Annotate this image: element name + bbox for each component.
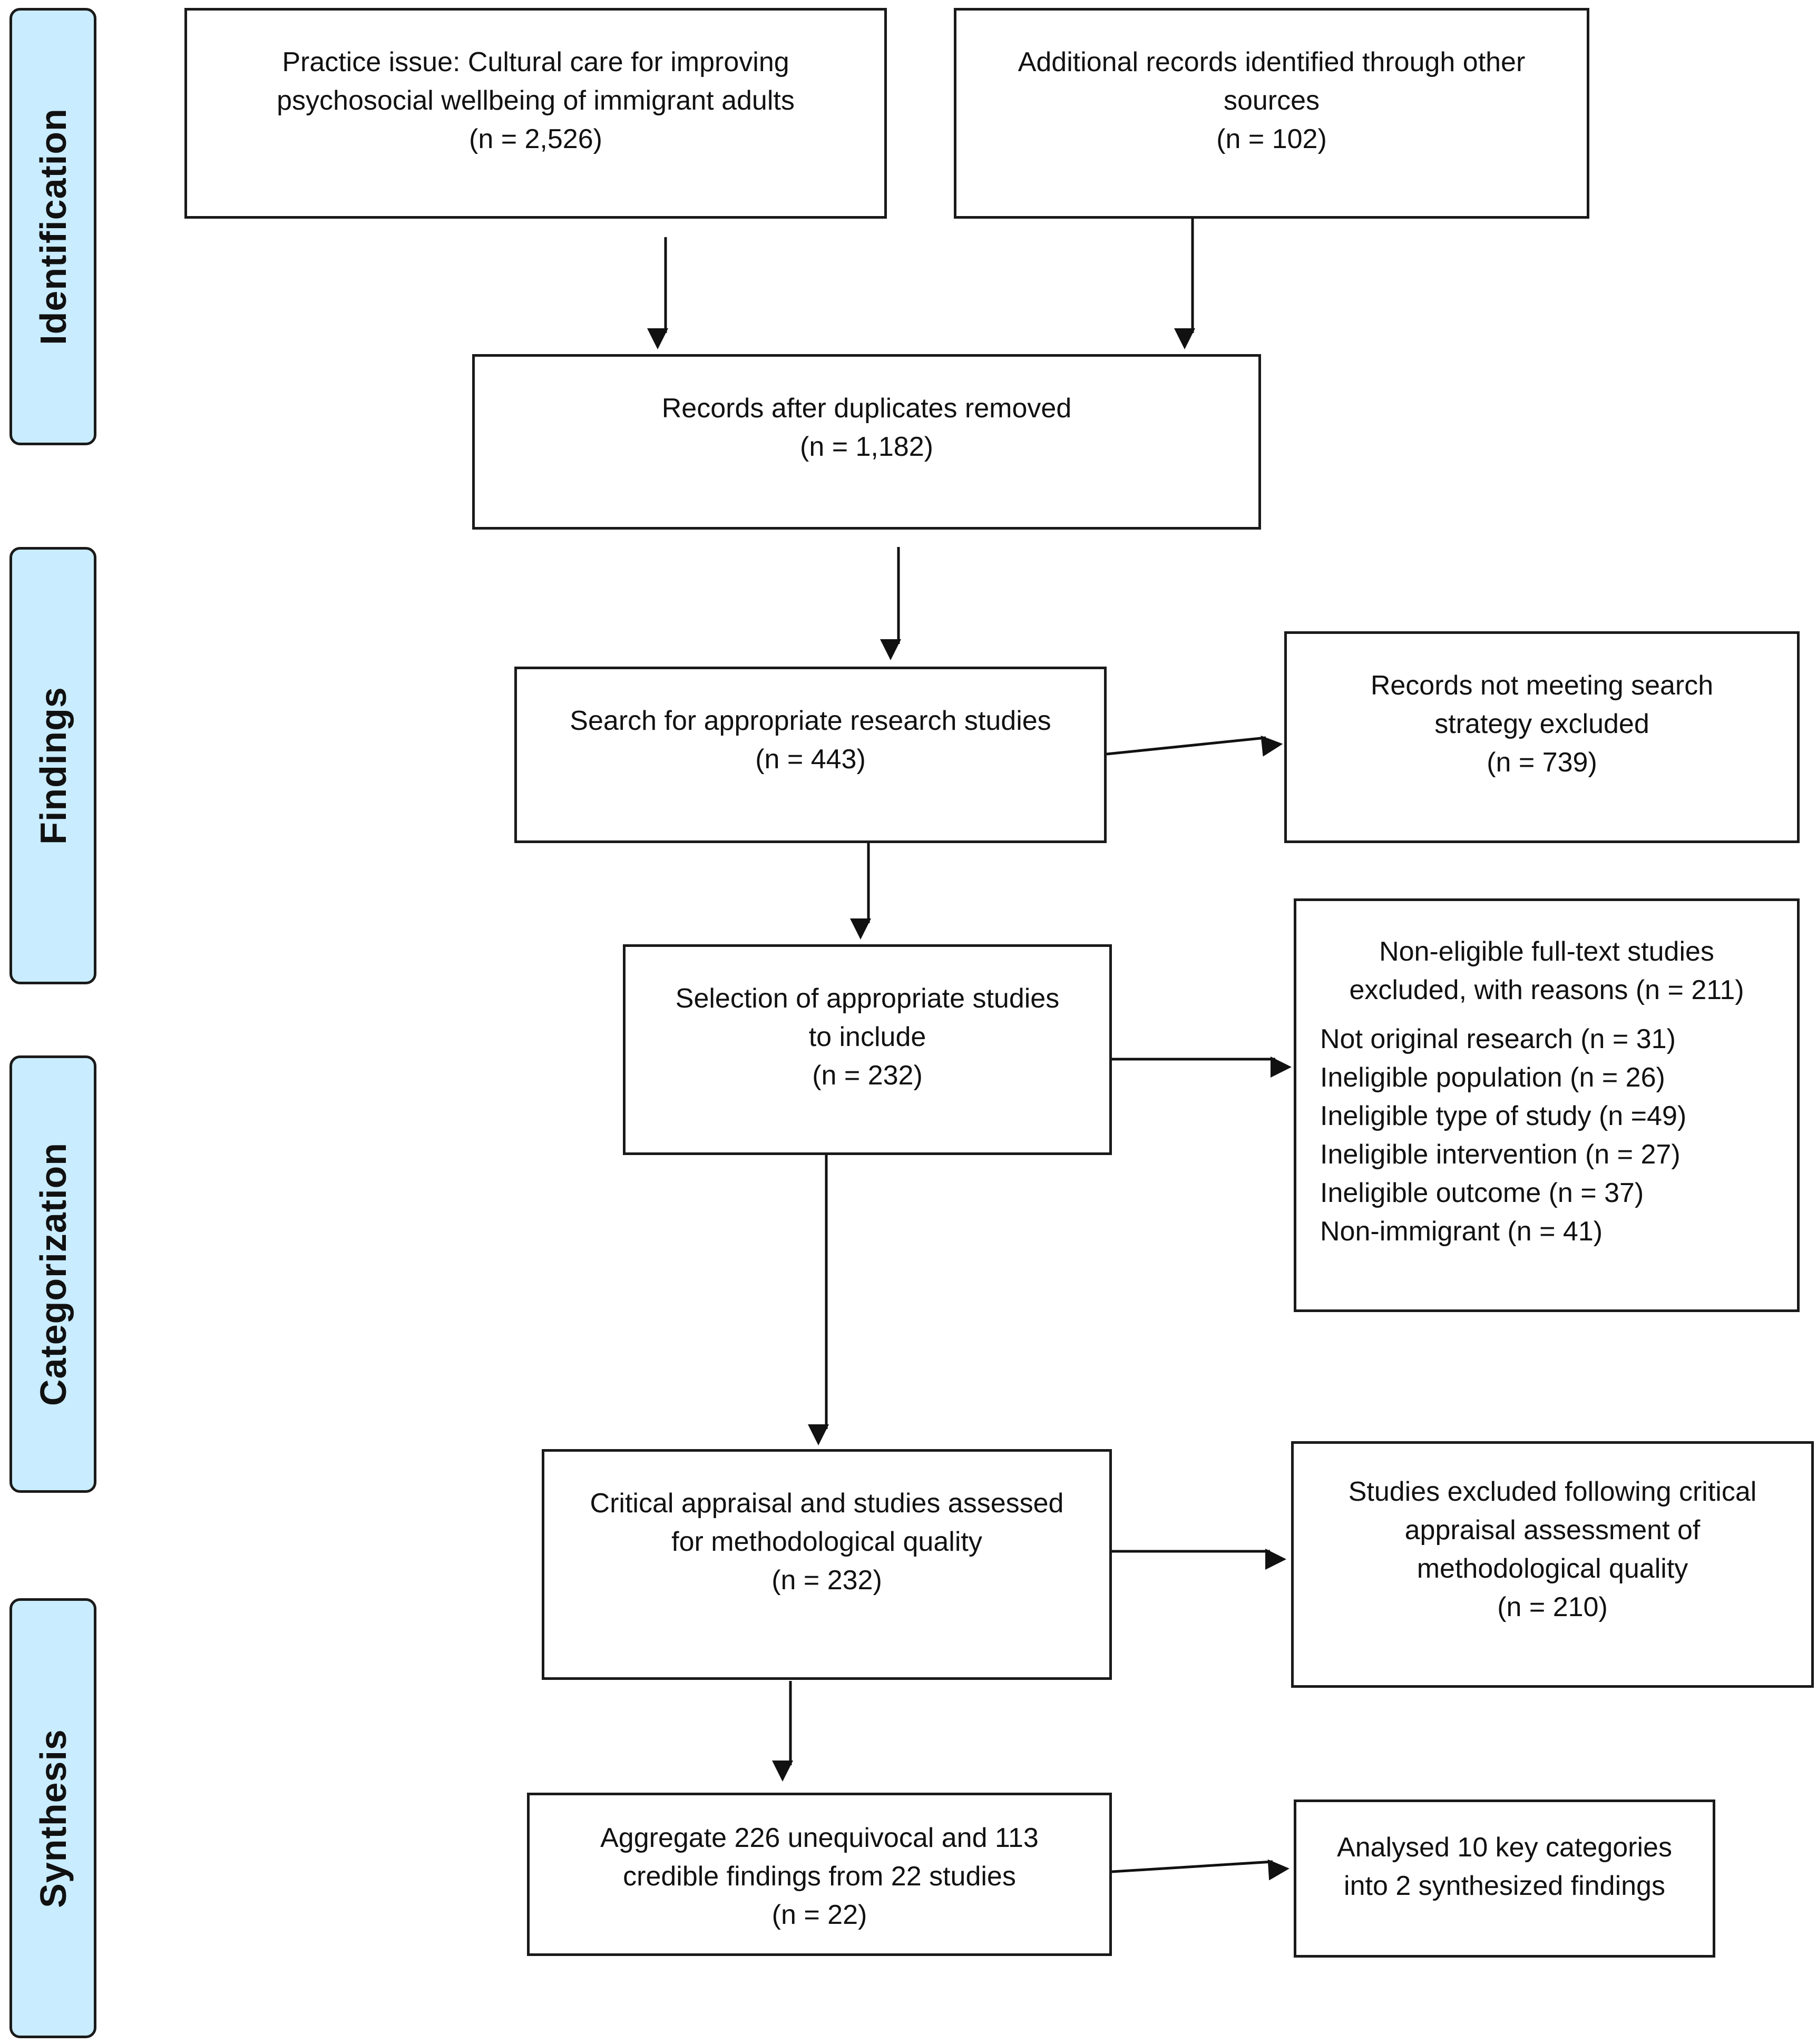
box-text: credible findings from 22 studies <box>623 1861 1016 1892</box>
box-text: Studies excluded following critical <box>1348 1476 1757 1507</box>
box-text: into 2 synthesized findings <box>1344 1871 1665 1901</box>
box-count: (n = 739) <box>1487 747 1597 778</box>
box-text: Records not meeting search <box>1370 670 1714 701</box>
box-text: Additional records identified through ot… <box>1018 47 1526 77</box>
stage-synthesis: Synthesis <box>9 1598 96 2038</box>
excluded-appraisal-box: Studies excluded following critical appr… <box>1291 1441 1814 1688</box>
box-text: Practice issue: Cultural care for improv… <box>282 47 789 77</box>
box-text: psychosocial wellbeing of immigrant adul… <box>277 85 795 116</box>
stage-findings: Findings <box>9 547 96 984</box>
box-text: Records after duplicates removed <box>661 393 1072 424</box>
box-count: (n = 443) <box>755 744 866 775</box>
box-text: appraisal assessment of <box>1404 1515 1701 1546</box>
stage-label: Identification <box>32 108 74 345</box>
stage-identification: Identification <box>9 8 96 445</box>
stage-label: Synthesis <box>32 1728 74 1908</box>
box-count: (n = 232) <box>771 1565 882 1596</box>
arrow-aggregate-to-analysed <box>1111 1859 1290 1881</box>
list-item: Ineligible outcome (n = 37) <box>1320 1178 1644 1208</box>
aggregate-findings-box: Aggregate 226 unequivocal and 113 credib… <box>527 1793 1112 1956</box>
box-text: Non-eligible full-text studies <box>1379 936 1714 967</box>
box-text: to include <box>808 1022 926 1052</box>
box-text: Search for appropriate research studies <box>570 706 1051 736</box>
box-text: strategy excluded <box>1434 709 1649 739</box>
stage-label: Categorization <box>32 1142 74 1406</box>
list-item: Ineligible population (n = 26) <box>1320 1062 1665 1093</box>
box-text: methodological quality <box>1417 1553 1688 1584</box>
analysed-categories-box: Analysed 10 key categories into 2 synthe… <box>1294 1799 1715 1958</box>
search-studies-box: Search for appropriate research studies … <box>514 667 1107 843</box>
box-count: (n = 1,182) <box>800 432 933 462</box>
critical-appraisal-box: Critical appraisal and studies assessed … <box>542 1449 1112 1680</box>
stage-label: Findings <box>32 687 74 845</box>
non-eligible-box: Non-eligible full-text studies excluded,… <box>1294 898 1800 1312</box>
stage-categorization: Categorization <box>9 1055 96 1493</box>
duplicates-removed-box: Records after duplicates removed (n = 1,… <box>472 354 1261 530</box>
exclusion-reasons-list: Not original research (n = 31) Ineligibl… <box>1296 1020 1797 1251</box>
box-count: (n = 2,526) <box>469 124 602 154</box>
not-meeting-strategy-box: Records not meeting search strategy excl… <box>1284 631 1800 843</box>
list-item: Non-immigrant (n = 41) <box>1320 1216 1603 1247</box>
list-item: Ineligible type of study (n =49) <box>1320 1101 1687 1131</box>
box-count: (n = 22) <box>771 1900 867 1930</box>
box-text: excluded, with reasons (n = 211) <box>1349 975 1744 1005</box>
box-count: (n = 102) <box>1216 124 1327 154</box>
box-count: (n = 210) <box>1497 1592 1608 1622</box>
arrow-search-to-not-meeting <box>1106 735 1283 757</box>
box-count: (n = 232) <box>812 1060 923 1091</box>
box-text: Aggregate 226 unequivocal and 113 <box>600 1823 1039 1853</box>
additional-records-box: Additional records identified through ot… <box>954 8 1589 219</box>
list-item: Ineligible intervention (n = 27) <box>1320 1139 1681 1170</box>
box-text: Analysed 10 key categories <box>1337 1832 1672 1863</box>
list-item: Not original research (n = 31) <box>1320 1024 1676 1054</box>
practice-issue-box: Practice issue: Cultural care for improv… <box>184 8 887 219</box>
box-text: Critical appraisal and studies assessed <box>590 1488 1064 1519</box>
box-text: for methodological quality <box>671 1527 982 1557</box>
box-text: Selection of appropriate studies <box>675 983 1060 1014</box>
selection-studies-box: Selection of appropriate studies to incl… <box>623 944 1112 1155</box>
box-text: sources <box>1223 85 1320 116</box>
